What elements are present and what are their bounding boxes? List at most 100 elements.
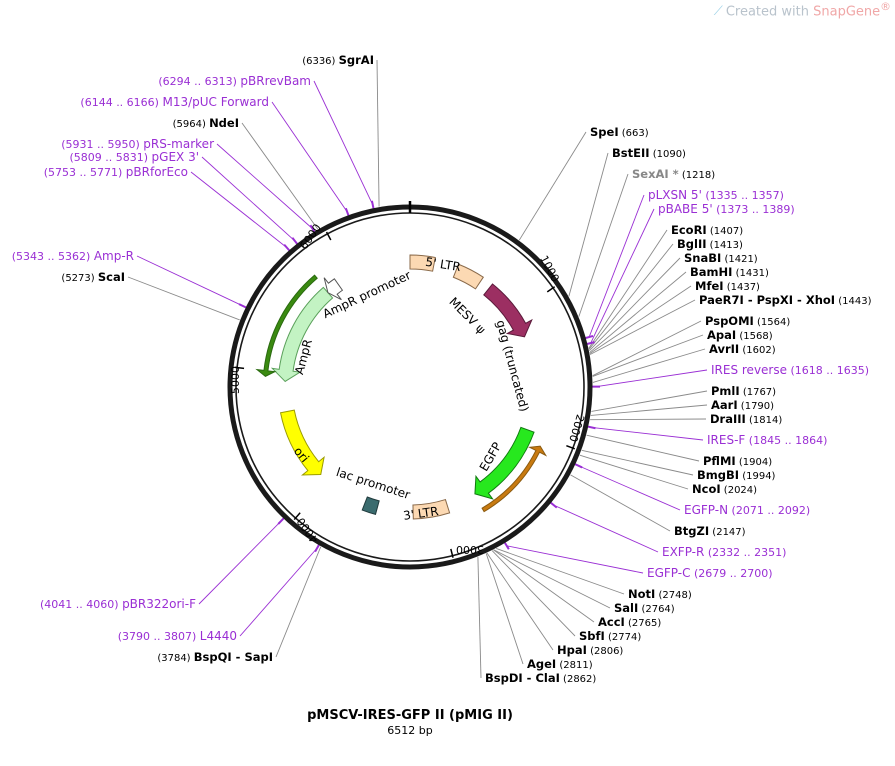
site-labels: (6336) SgrAI(6294 .. 6313) pBRrevBam(614… [12, 53, 872, 685]
leader-m13-puc-forward [272, 102, 347, 212]
leader-snabi [589, 258, 680, 351]
leader-amp-r [137, 256, 243, 306]
site-label-btgzi: BtgZI (2147) [674, 524, 746, 538]
site-position: (6336) [302, 56, 338, 67]
leader-bspdi-clai [478, 557, 481, 678]
site-label-exfp-r: EXFP-R (2332 .. 2351) [662, 545, 786, 559]
site-name: pRS-marker [143, 137, 214, 151]
site-name: BspQI - SapI [194, 650, 273, 664]
site-label-apai: ApaI (1568) [707, 328, 773, 342]
leader-agei [486, 553, 523, 664]
site-name: AccI [598, 615, 625, 629]
feature-label-ltr3: 3' LTR [402, 504, 439, 523]
site-position: (1407) [707, 226, 744, 237]
site-label-m13-puc-forward: (6144 .. 6166) M13/pUC Forward [80, 95, 269, 109]
site-position: (663) [619, 128, 649, 139]
site-name: AgeI [527, 657, 556, 671]
site-label-noti: NotI (2748) [628, 587, 692, 601]
site-name: PmlI [711, 384, 740, 398]
site-label-pflmi: PflMI (1904) [703, 454, 772, 468]
site-label-bamhi: BamHI (1431) [690, 265, 769, 279]
site-label-sali: SalI (2764) [614, 601, 675, 615]
site-position: (1373 .. 1389) [713, 203, 795, 216]
site-position: (1845 .. 1864) [745, 434, 827, 447]
scale-tick-label: 1000 [537, 253, 562, 284]
site-label-ires-f: IRES-F (1845 .. 1864) [707, 433, 827, 447]
site-position: (5343 .. 5362) [12, 250, 94, 263]
site-position: (1413) [707, 240, 744, 251]
leader-pbrrevbam [314, 81, 373, 205]
site-position: (2811) [556, 660, 593, 671]
site-name: pBRforEco [126, 165, 188, 179]
site-position: (2764) [638, 604, 675, 615]
site-position: (1814) [746, 415, 783, 426]
site-position: (1568) [736, 331, 773, 342]
plasmid-length: 6512 bp [307, 724, 513, 737]
site-name: EGFP-N [684, 503, 728, 517]
site-name: IRES reverse [711, 363, 787, 377]
site-position: (2862) [560, 674, 597, 685]
site-label-egfp-n: EGFP-N (2071 .. 2092) [684, 503, 810, 517]
site-position: (3784) [157, 653, 193, 664]
site-label-mfei: MfeI (1437) [695, 279, 760, 293]
site-name: pBRrevBam [240, 74, 311, 88]
site-name: SexAI * [632, 167, 679, 181]
site-label-bsteii: BstEII (1090) [612, 146, 686, 160]
feature-label-ltr5: 5' LTR [424, 255, 461, 274]
site-name: pGEX 3' [152, 150, 199, 164]
site-position: (1564) [754, 317, 791, 328]
site-position: (2765) [625, 618, 662, 629]
site-position: (1421) [721, 254, 758, 265]
site-label-avrii: AvrII (1602) [709, 342, 776, 356]
leader-ncoi [580, 455, 688, 489]
site-position: (5753 .. 5771) [44, 166, 126, 179]
site-label-pgex-3: (5809 .. 5831) pGEX 3' [69, 150, 199, 164]
leader-btgzi [571, 475, 670, 531]
site-name: SalI [614, 601, 638, 615]
site-label-sexai: SexAI * (1218) [632, 167, 715, 181]
site-label-bglii: BglII (1413) [677, 237, 743, 251]
leader-sexai [579, 174, 628, 316]
site-name: pBABE 5' [658, 202, 713, 216]
site-position: (1767) [740, 387, 777, 398]
site-label-pbrforeco: (5753 .. 5771) pBRforEco [44, 165, 188, 179]
site-name: SpeI [590, 125, 619, 139]
leader-prs-marker [217, 144, 312, 229]
site-label-pmli: PmlI (1767) [711, 384, 776, 398]
site-position: (3790 .. 3807) [118, 630, 200, 643]
leader-avrii [593, 349, 705, 382]
site-position: (2147) [709, 527, 746, 538]
site-position: (2774) [605, 632, 642, 643]
leader-l4440 [240, 548, 317, 636]
leader-aari [591, 405, 707, 415]
site-name: SgrAI [339, 53, 374, 67]
leader-bmgbi [582, 450, 693, 475]
site-position: (1090) [650, 149, 687, 160]
site-name: IRES-F [707, 433, 745, 447]
leader-plxsn-5 [589, 195, 644, 337]
leader-hpai [487, 553, 553, 650]
site-position: (2679 .. 2700) [690, 567, 772, 580]
site-name: PaeR7I - PspXI - XhoI [699, 293, 835, 307]
site-position: (2071 .. 2092) [728, 504, 810, 517]
site-label-acci: AccI (2765) [598, 615, 661, 629]
leader-pbrforeco [191, 172, 287, 248]
site-label-bmgbi: BmgBI (1994) [697, 468, 776, 482]
leader-draiii [590, 419, 706, 420]
site-name: Amp-R [94, 249, 134, 263]
site-name: BmgBI [697, 468, 739, 482]
leader-sgrai [377, 60, 379, 207]
site-position: (6144 .. 6166) [80, 96, 162, 109]
site-name: pLXSN 5' [648, 188, 702, 202]
leader-sbfi [492, 551, 575, 636]
site-label-draiii: DraIII (1814) [710, 412, 782, 426]
leader-pbabe-5 [591, 209, 654, 343]
site-position: (1431) [732, 268, 769, 279]
site-position: (1437) [724, 282, 761, 293]
ori-arrow [281, 410, 325, 475]
site-position: (1904) [736, 457, 773, 468]
site-label-sgrai: (6336) SgrAI [302, 53, 374, 67]
feature-label-lac: lac promoter [334, 465, 411, 502]
